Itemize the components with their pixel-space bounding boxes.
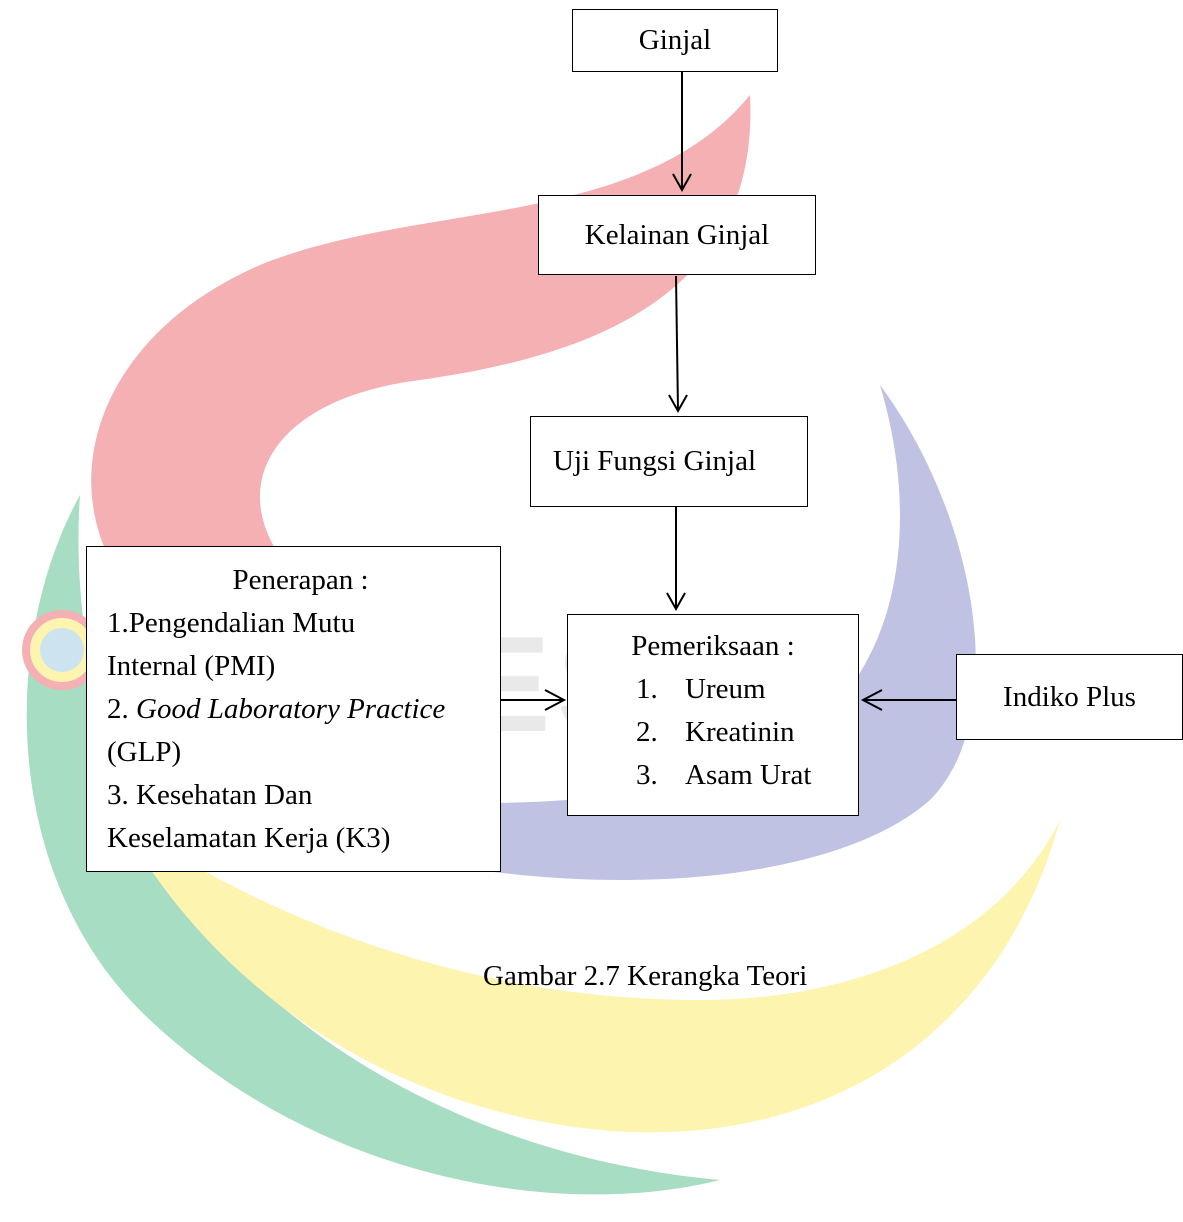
pemeriksaan-item: 2. Kreatinin [636,711,858,754]
pemeriksaan-title: Pemeriksaan : [631,630,795,662]
pemeriksaan-list: 1. Ureum 2. Kreatinin 3. Asam Urat [568,668,858,797]
node-ginjal: Ginjal [572,9,778,72]
penerapan-item-2-number: 2. [107,693,129,725]
pemeriksaan-item: 3. Asam Urat [636,754,858,797]
pemeriksaan-item-number: 2. [636,716,658,748]
node-penerapan: Penerapan : 1.Pengendalian Mutu Internal… [86,546,501,872]
penerapan-item-3-line-1: 3. Kesehatan Dan [107,779,313,811]
logo-red-swoosh [91,95,751,580]
logo-yellow-swoosh [120,820,1060,1133]
pemeriksaan-item: 1. Ureum [636,668,858,711]
node-ginjal-label: Ginjal [638,24,712,56]
node-indiko-label: Indiko Plus [1003,680,1136,713]
logo-emblem-globe [40,628,84,672]
node-kelainan-ginjal: Kelainan Ginjal [538,195,816,275]
node-uji-label: Uji Fungsi Ginjal [553,445,757,477]
penerapan-title: Penerapan : [232,564,369,596]
penerapan-item-1-line-2: Internal (PMI) [107,650,276,682]
node-pemeriksaan: Pemeriksaan : 1. Ureum 2. Kreatinin 3. Asam… [567,614,859,816]
penerapan-item-2-line-2: (GLP) [107,736,182,768]
pemeriksaan-item-number: 1. [636,673,658,705]
pemeriksaan-item-label: Asam Urat [685,759,812,791]
node-indiko-plus: Indiko Plus [956,654,1183,740]
node-kelainan-label: Kelainan Ginjal [584,218,770,251]
node-uji-fungsi-ginjal: Uji Fungsi Ginjal [530,416,808,507]
logo-green-swoosh [26,495,720,1195]
pemeriksaan-item-label: Ureum [685,673,766,705]
penerapan-item-2-line-1: 2. Good Laboratory Practice [107,688,482,731]
pemeriksaan-item-number: 3. [636,759,658,791]
penerapan-item-3-line-2: Keselamatan Kerja (K3) [107,822,391,854]
penerapan-item-1-line-1: 1.Pengendalian Mutu [107,607,356,639]
penerapan-item-2-term: Good Laboratory Practice [136,693,446,725]
pemeriksaan-item-label: Kreatinin [685,716,795,748]
figure-caption: Gambar 2.7 Kerangka Teori [483,960,808,992]
